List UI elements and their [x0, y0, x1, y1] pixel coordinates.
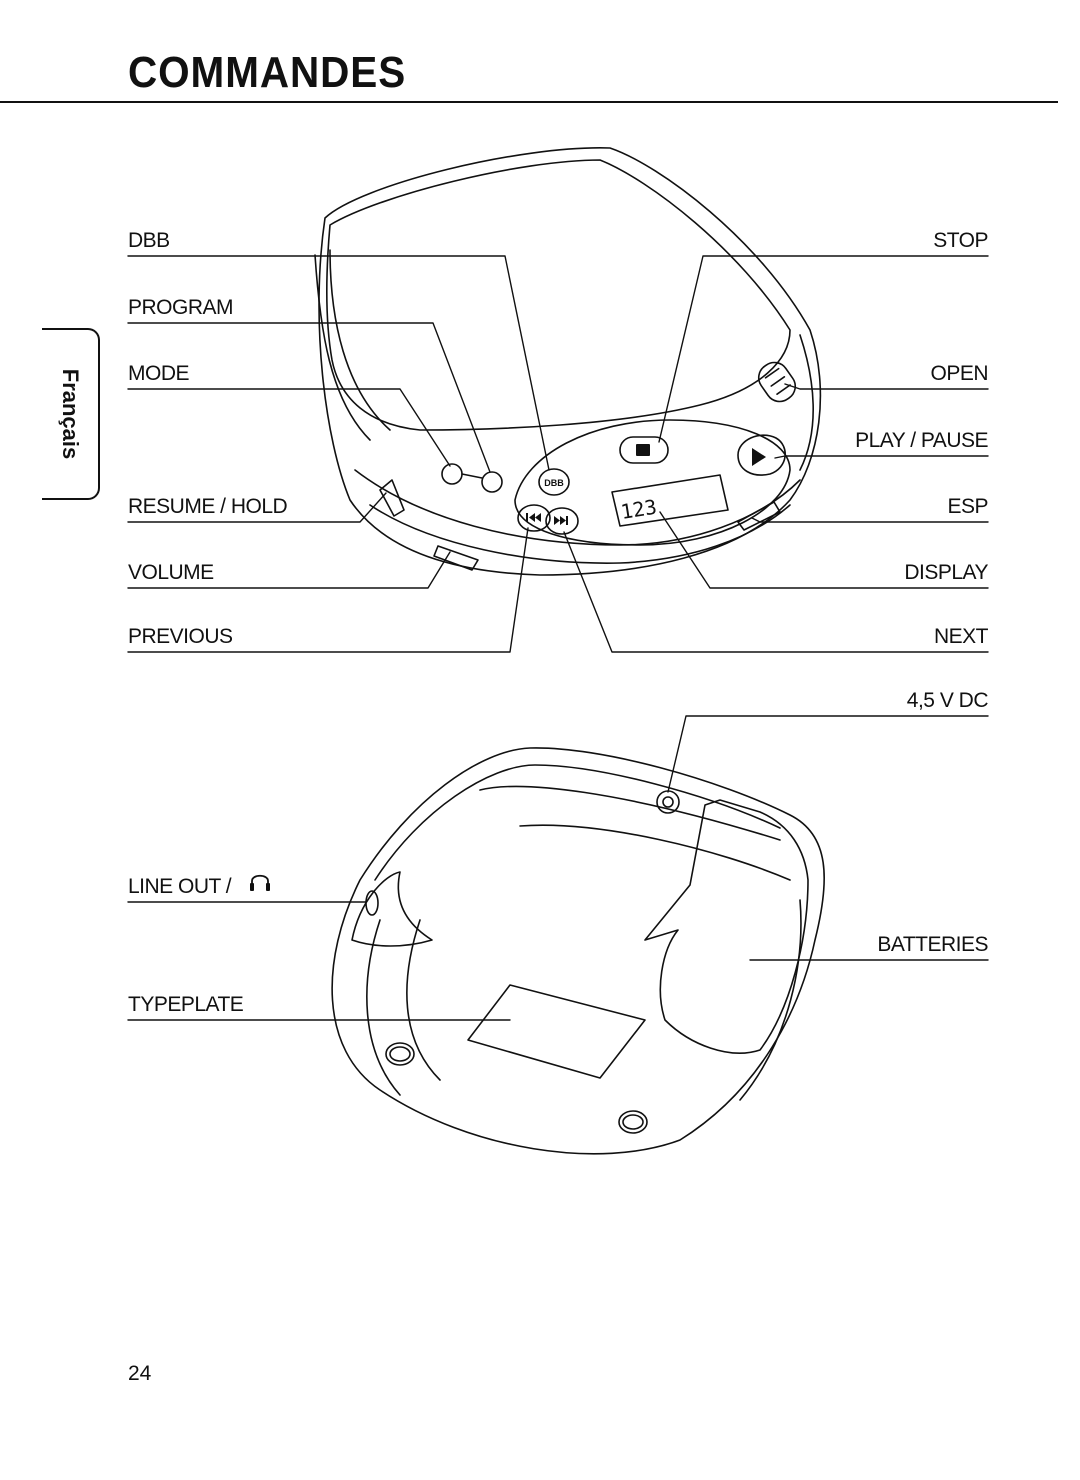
label-open: OPEN: [930, 362, 988, 385]
label-play-pause: PLAY / PAUSE: [855, 429, 988, 452]
label-dc-in: 4,5 V DC: [906, 689, 989, 712]
player-top-view: DBB 123: [314, 147, 822, 576]
page-title: COMMANDES: [128, 48, 407, 97]
language-tab: Français: [42, 328, 100, 500]
label-esp: ESP: [947, 495, 988, 518]
label-typeplate: TYPEPLATE: [128, 993, 244, 1016]
leader-lines: [127, 255, 989, 1021]
label-dbb: DBB: [128, 229, 170, 252]
label-mode: MODE: [128, 362, 190, 385]
label-previous: PREVIOUS: [128, 625, 233, 648]
page-number: 24: [128, 1362, 152, 1385]
player-bottom-view: [331, 747, 826, 1155]
label-volume: VOLUME: [128, 561, 214, 584]
lcd-text: 123: [619, 495, 658, 524]
skip-next-icon: [554, 516, 568, 525]
label-batteries: BATTERIES: [877, 933, 988, 956]
label-next: NEXT: [933, 625, 989, 648]
label-line-out: LINE OUT /: [128, 875, 232, 898]
label-resume-hold: RESUME / HOLD: [128, 495, 288, 518]
dbb-button-text: DBB: [544, 478, 564, 488]
stop-icon: [636, 444, 650, 456]
title-underline: [0, 101, 1058, 103]
skip-previous-icon: [526, 513, 541, 522]
label-stop: STOP: [933, 229, 988, 252]
play-icon: [752, 448, 766, 466]
label-program: PROGRAM: [128, 296, 234, 319]
label-display: DISPLAY: [904, 561, 988, 584]
headphones-icon: [250, 874, 270, 891]
